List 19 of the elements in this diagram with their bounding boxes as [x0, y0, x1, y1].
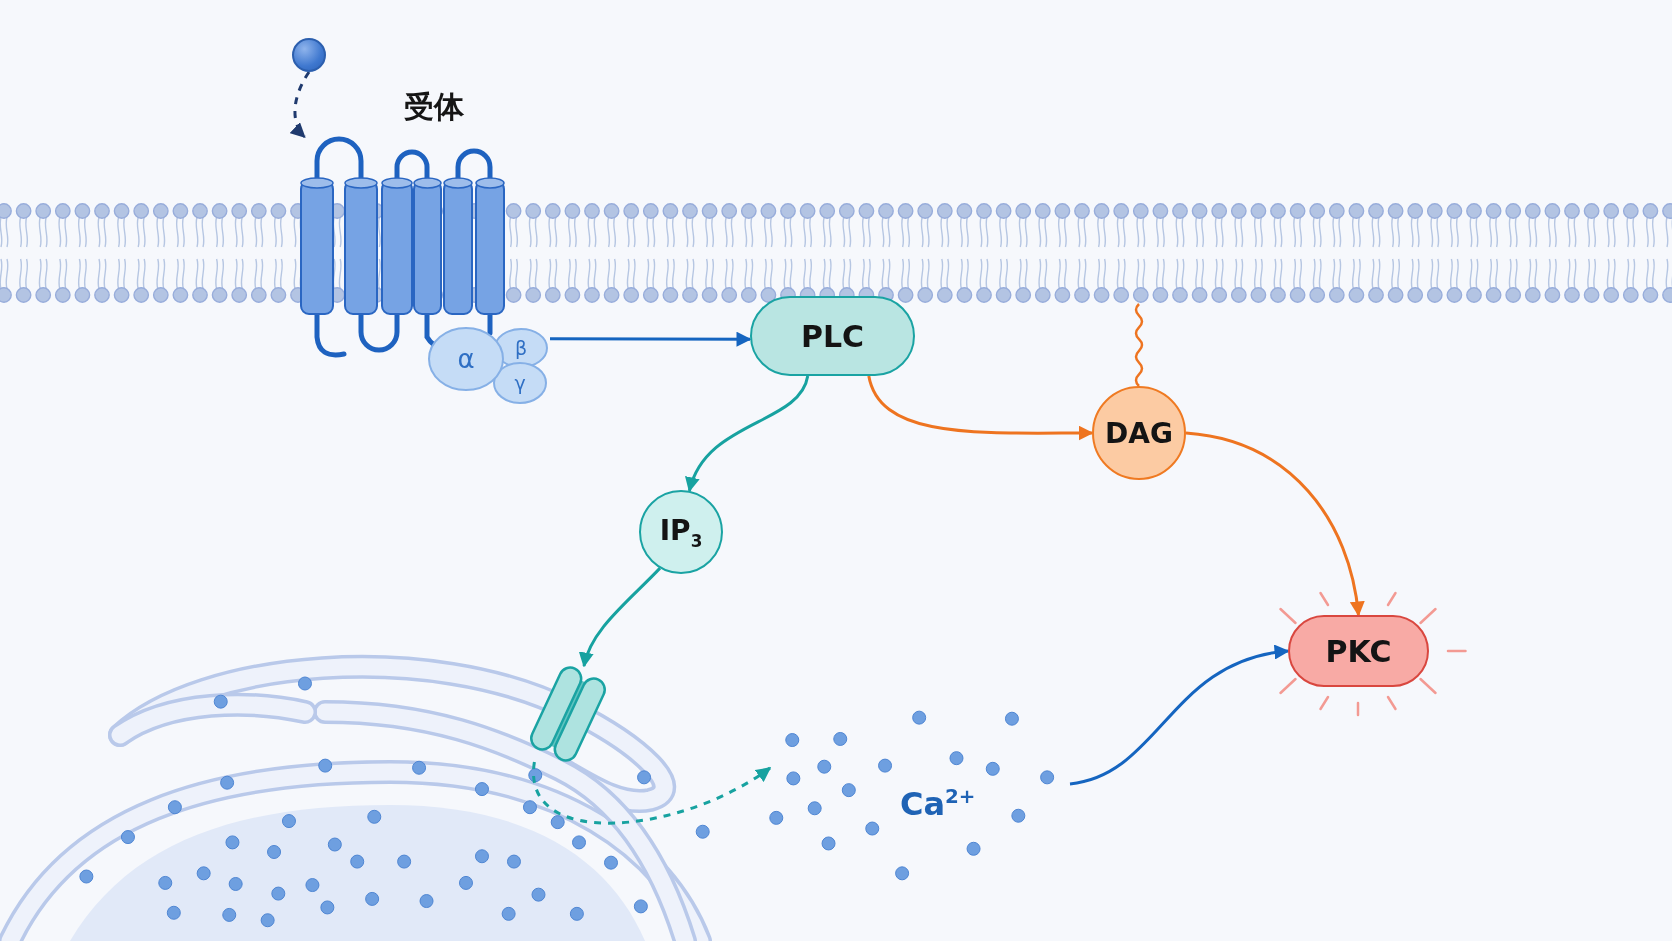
ion-label: Ca$^{2+}$ [900, 785, 976, 823]
subunit-label: β [514, 338, 528, 358]
lipid-anchor-line [1134, 303, 1144, 387]
arrow [1185, 431, 1365, 617]
arrow [686, 375, 810, 493]
arrow [867, 375, 1094, 441]
dag-circle: DAG [1092, 386, 1186, 480]
receptor-label: 受体 [404, 88, 464, 126]
ip3-circle: IP$_{3}$ [639, 490, 723, 574]
subunit-label: α [457, 346, 475, 372]
arrow [290, 71, 311, 139]
arrow [579, 567, 662, 668]
ligand-ball [292, 38, 326, 72]
plc-pill: PLC [750, 296, 915, 376]
arrow [1069, 645, 1290, 786]
subunit-label: γ [514, 373, 526, 393]
pkc-pill: PKC [1288, 615, 1429, 687]
arrow [550, 331, 752, 347]
arrow [532, 762, 772, 825]
